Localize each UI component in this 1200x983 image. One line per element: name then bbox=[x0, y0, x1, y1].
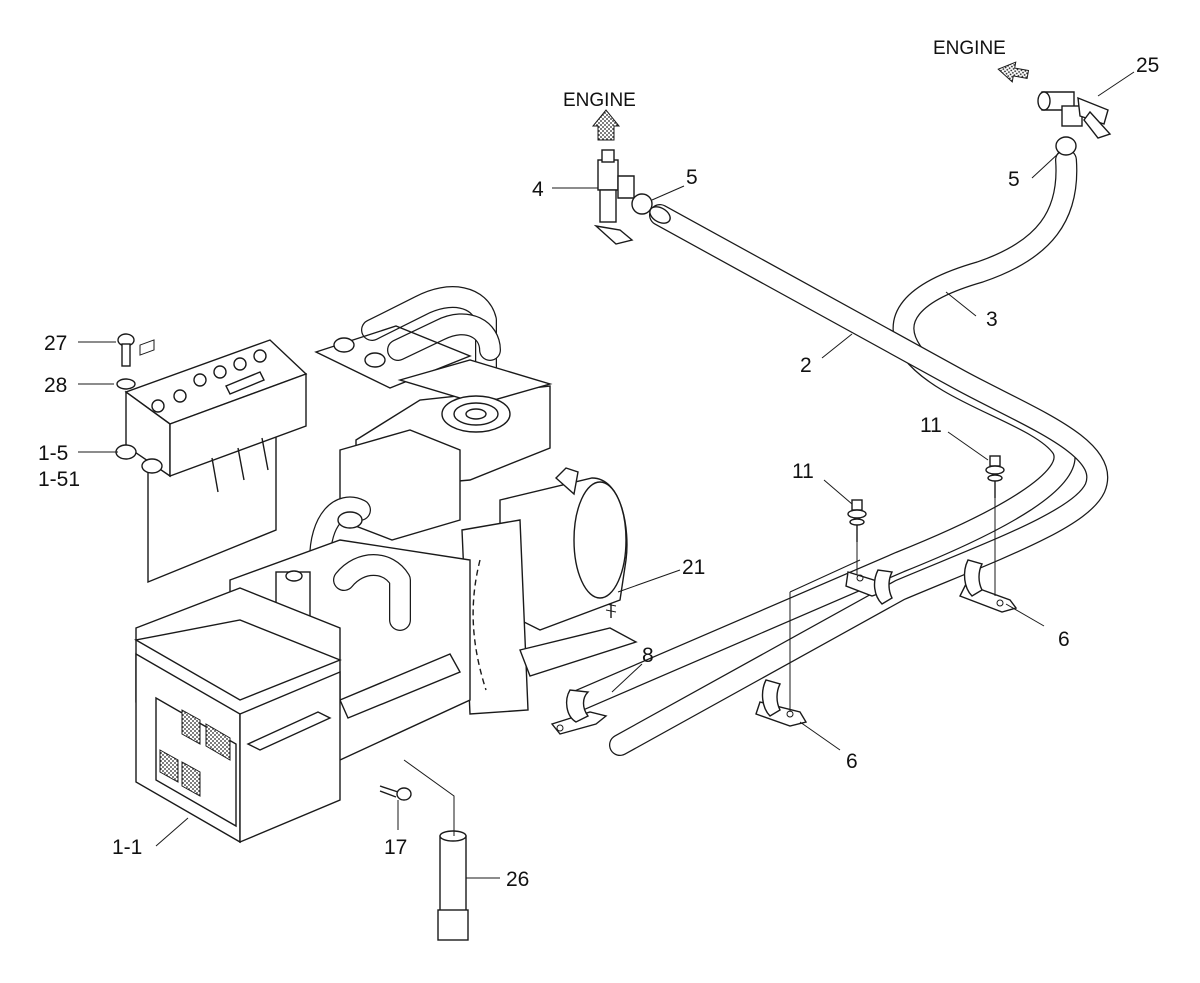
callout-26: 26 bbox=[506, 868, 529, 891]
callout-5: 5 bbox=[686, 166, 698, 189]
callout-2: 2 bbox=[800, 354, 812, 377]
callout-27: 27 bbox=[44, 332, 67, 355]
water-valve-icon bbox=[1037, 91, 1112, 156]
callout-11: 11 bbox=[792, 460, 814, 483]
callout-25: 25 bbox=[1136, 54, 1159, 77]
pipe-clamp-icon bbox=[959, 559, 1018, 613]
callout-1-51: 1-51 bbox=[38, 468, 80, 491]
engine-flow-arrow-icon bbox=[997, 61, 1030, 83]
callout-28: 28 bbox=[44, 374, 67, 397]
callout-21: 21 bbox=[682, 556, 705, 579]
pipe-clamp-icon bbox=[550, 689, 608, 735]
engine-label: ENGINE bbox=[933, 38, 1006, 59]
control-box-1-1 bbox=[134, 587, 342, 844]
control-panel bbox=[115, 339, 308, 584]
callout-4: 4 bbox=[532, 178, 544, 201]
callout-17: 17 bbox=[384, 836, 407, 859]
water-valve-icon bbox=[593, 149, 653, 245]
hose-3 bbox=[569, 149, 1078, 711]
callout-5: 5 bbox=[1008, 168, 1020, 191]
callout-8: 8 bbox=[642, 644, 654, 667]
callout-1-5: 1-5 bbox=[38, 442, 68, 465]
engine-flow-arrow-icon bbox=[591, 109, 621, 141]
exhaust-pipe-26 bbox=[403, 759, 469, 941]
pipe-clamp-icon bbox=[755, 679, 808, 727]
bolt-icon bbox=[985, 455, 1005, 498]
callout-6: 6 bbox=[846, 750, 858, 773]
bolt-icon bbox=[847, 499, 867, 542]
callout-1-1: 1-1 bbox=[112, 836, 142, 859]
callout-6: 6 bbox=[1058, 628, 1070, 651]
callout-11: 11 bbox=[920, 414, 942, 437]
callout-3: 3 bbox=[986, 308, 998, 331]
bolt-icon bbox=[116, 333, 136, 390]
pipe-clamp-icon bbox=[845, 569, 894, 605]
leader-lines bbox=[78, 71, 1135, 879]
bolt-icon bbox=[379, 785, 412, 801]
engine-label: ENGINE bbox=[563, 90, 636, 111]
